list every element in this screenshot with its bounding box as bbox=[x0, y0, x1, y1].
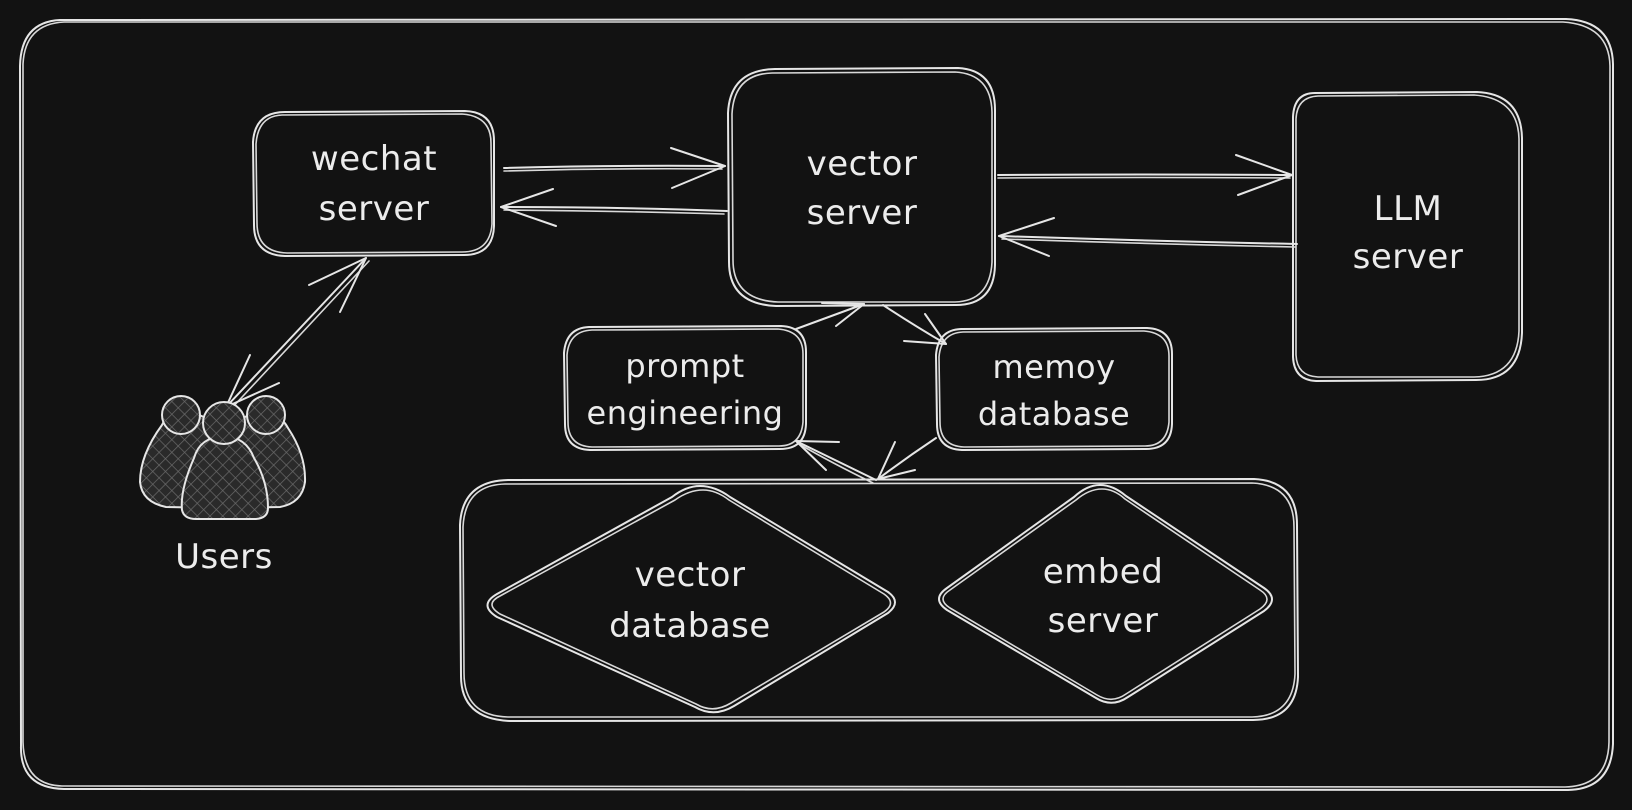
vector-server-label-line2: server bbox=[807, 193, 918, 233]
vector-database-node: vector database bbox=[486, 485, 896, 714]
wechat-server-label-line2: server bbox=[319, 189, 430, 229]
memory-database-label-line2: database bbox=[978, 395, 1130, 433]
wechat-server-label-line1: wechat bbox=[311, 139, 437, 179]
vector-database-label-line2: database bbox=[609, 606, 771, 646]
arrow-storage-to-prompt bbox=[795, 440, 877, 484]
llm-server-label-line2: server bbox=[1353, 237, 1464, 277]
prompt-engineering-label-line2: engineering bbox=[587, 394, 784, 432]
embed-server-label-line2: server bbox=[1048, 601, 1159, 641]
arrow-vector-to-wechat bbox=[500, 188, 728, 227]
wechat-server-node: wechat server bbox=[252, 110, 495, 257]
arrow-vector-to-llm bbox=[997, 154, 1293, 196]
llm-server-node: LLM server bbox=[1292, 91, 1523, 382]
embed-server-label-line1: embed bbox=[1043, 552, 1164, 592]
arrow-llm-to-vector bbox=[998, 217, 1298, 257]
arrow-memory-to-storage bbox=[877, 437, 937, 480]
embed-server-node: embed server bbox=[938, 484, 1273, 704]
outer-frame bbox=[19, 18, 1614, 791]
prompt-engineering-node: prompt engineering bbox=[563, 325, 807, 451]
arrow-users-wechat bbox=[225, 257, 370, 411]
memory-database-node: memoy database bbox=[935, 327, 1173, 451]
arrow-prompt-to-vector bbox=[795, 302, 865, 330]
arrow-vector-to-memory bbox=[882, 304, 947, 345]
memory-database-label-line1: memoy bbox=[992, 348, 1115, 386]
users-group-icon bbox=[139, 395, 307, 520]
users-label: Users bbox=[175, 537, 273, 577]
vector-database-label-line1: vector bbox=[635, 555, 746, 595]
storage-group-container bbox=[459, 478, 1299, 722]
prompt-engineering-label-line1: prompt bbox=[625, 347, 744, 385]
vector-server-label-line1: vector bbox=[807, 144, 918, 184]
arrow-wechat-to-vector bbox=[503, 147, 726, 189]
vector-server-node: vector server bbox=[727, 67, 996, 307]
llm-server-label-line1: LLM bbox=[1374, 189, 1443, 229]
